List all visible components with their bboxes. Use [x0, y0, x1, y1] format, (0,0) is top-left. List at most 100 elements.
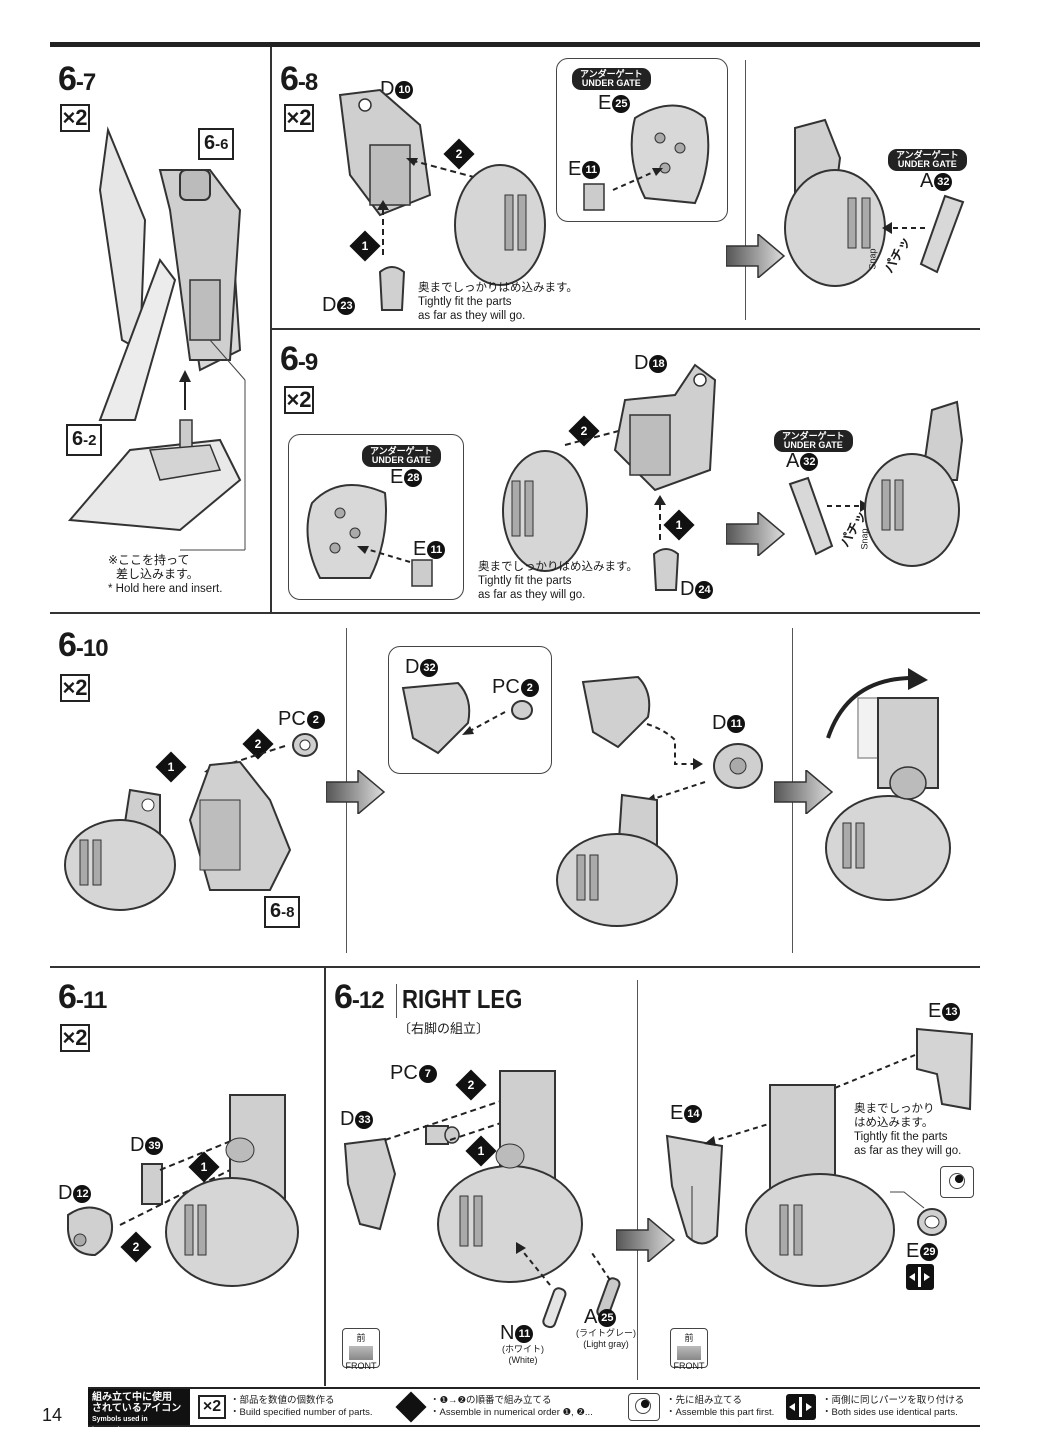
divider-68-inner	[745, 60, 746, 320]
divider-row2	[50, 612, 980, 614]
step-6-10-pc2b-part	[511, 700, 533, 720]
step-6-9-inner-cover	[306, 484, 387, 579]
top-rule	[50, 42, 980, 47]
step-6-7-ref-6-6: 6-6	[198, 128, 235, 160]
divider-612-inner	[637, 980, 638, 1380]
step-6-10-multiplier: ×2	[60, 674, 90, 702]
step-6-12-title-divider	[396, 984, 397, 1018]
step-6-12-fit-note: 奥までしっかり はめ込みます。 Tightly fit the parts as…	[854, 1103, 962, 1157]
step-6-12-e29-arrow	[890, 1191, 925, 1209]
step-6-10-right-part	[188, 760, 292, 891]
step-6-11-number: 6-11	[58, 978, 107, 1016]
step-6-9-e11-part	[411, 559, 433, 587]
step-6-8-round-cover	[454, 164, 546, 286]
step-6-10-number: 6-10	[58, 626, 109, 664]
step-6-10-d32-part	[401, 681, 471, 755]
legend-both-text: ・両側に同じパーツを取り付ける・Both sides use identical…	[822, 1395, 965, 1418]
divider-68-69	[270, 328, 980, 330]
step-6-9-round-cover	[502, 450, 588, 572]
step-6-8-snap-en: Snap	[867, 248, 878, 270]
step-6-12-pc7-part	[425, 1125, 460, 1145]
legend-both-icon	[786, 1394, 816, 1420]
step-6-12-n11-color: (ホワイト)(White)	[502, 1344, 544, 1365]
step-6-7-number: 6-7	[58, 60, 96, 98]
step-6-10-mid-part	[581, 675, 651, 749]
step-6-12-a25-color: (ライトグレー)(Light gray)	[576, 1328, 636, 1349]
step-6-8-result-arrow	[726, 234, 786, 278]
step-6-7-note-jp: ※ここを持って 差し込みます。	[108, 553, 199, 581]
step-6-8-d23-part	[378, 266, 406, 311]
step-6-8-callout-arrow	[612, 168, 663, 191]
legend-first-text: ・先に組み立てる・Assemble this part first.	[666, 1395, 775, 1418]
step-6-9-multiplier: ×2	[284, 386, 314, 414]
legend-order-text: ・❶→❷の順番で組み立てる・Assemble in numerical orde…	[430, 1395, 593, 1418]
step-6-12-title: RIGHT LEG	[402, 984, 523, 1014]
legend-x2-text: ・部品を数値の個数作る・Build specified number of pa…	[230, 1395, 373, 1418]
step-6-7-note-en: * Hold here and insert.	[108, 583, 223, 595]
step-6-7-ref-6-2: 6-2	[66, 424, 103, 456]
step-6-10-mid-assembly	[556, 793, 678, 927]
step-6-12-e29-part	[917, 1208, 947, 1236]
step-6-10-arrow-a	[326, 770, 386, 814]
step-6-9-callout-arrow	[357, 546, 411, 563]
step-6-8-number: 6-8	[280, 60, 318, 98]
divider-611-612	[324, 966, 326, 1386]
step-6-9-d24-part	[652, 548, 680, 591]
step-6-7-leg-illustration	[67, 126, 246, 551]
step-6-9-snap-en: Snap	[859, 528, 870, 550]
step-6-9-result-assembly	[864, 400, 964, 567]
step-6-11-d12-part	[67, 1206, 114, 1257]
step-6-8-arrow-1	[377, 200, 389, 255]
step-6-10-mid-arrow	[646, 723, 703, 770]
step-6-11-d39-part	[141, 1163, 163, 1205]
step-6-12-e14-arrow	[704, 1121, 776, 1146]
step-6-9-a32-part	[788, 476, 834, 556]
divider-row3	[50, 966, 980, 968]
step-6-12-title-jp: 〔右脚の組立〕	[398, 1021, 490, 1036]
step-6-7-multiplier: ×2	[60, 104, 90, 132]
step-6-9-fit-note: 奥までしっかりはめ込みます。 Tightly fit the parts as …	[478, 561, 638, 601]
step-6-9-result-arrow	[726, 512, 786, 556]
step-6-10-left-cover	[64, 788, 176, 911]
step-6-8-multiplier: ×2	[284, 104, 314, 132]
step-6-12-e13-part	[916, 1027, 974, 1111]
step-6-10-d11-part	[713, 743, 763, 789]
step-6-8-inner-cover	[630, 104, 710, 205]
step-6-10-ref-6-8: 6-8	[264, 896, 301, 928]
both-sides-icon	[906, 1264, 934, 1290]
step-6-10-arrow-b	[774, 770, 834, 814]
step-6-12-number: 6-12	[334, 978, 385, 1016]
step-6-12-e14-part	[665, 1134, 724, 1245]
legend-first-icon	[628, 1393, 660, 1421]
step-6-8-a32-arrow	[882, 222, 925, 234]
step-6-11-assembly	[165, 1094, 299, 1287]
step-6-8-result-assembly	[784, 118, 886, 287]
step-6-12-result-arrow	[616, 1218, 676, 1262]
step-6-9-frame-part	[613, 363, 717, 492]
step-6-10-pc2b-arrow	[462, 711, 506, 735]
